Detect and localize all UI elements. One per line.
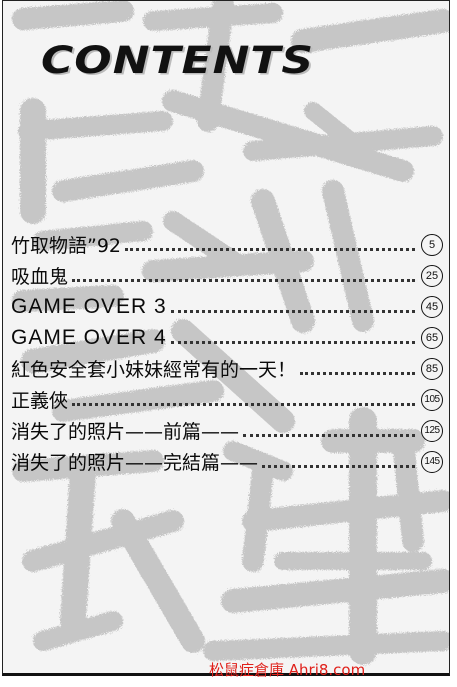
toc-entry-title: 吸血鬼 [11,266,69,288]
toc-entry[interactable]: 消失了的照片——前篇—— 125 [11,415,443,446]
dot-leader [72,401,415,406]
site-watermark: 松鼠症倉庫 Ahri8.com [209,661,366,679]
toc-entry-title: 正義俠 [11,390,69,412]
toc-entry-title: 竹取物語”92 [11,235,122,257]
dot-leader [300,370,415,375]
page-title: CONTENTS [41,39,315,83]
dot-leader [72,277,415,282]
brush-calligraphy-background [12,1,449,665]
toc-entry[interactable]: 竹取物語”92 5 [11,229,443,260]
toc-entry-title: 消失了的照片——前篇—— [11,421,240,443]
toc-entry-page: 5 [421,233,443,256]
dot-leader [243,432,415,437]
toc-entry-page: 65 [421,326,443,349]
toc-entry-page: 85 [421,357,443,380]
toc-entry-title: GAME OVER 4 [11,325,167,349]
toc-entry[interactable]: 消失了的照片——完結篇—— 145 [11,446,443,477]
toc-entry[interactable]: GAME OVER 3 45 [11,291,443,322]
toc-entry-title: GAME OVER 3 [11,294,167,318]
toc-entry[interactable]: 吸血鬼 25 [11,260,443,291]
contents-page: CONTENTS 竹取物語”92 5 吸血鬼 25 GAME OVER 3 45… [2,0,450,676]
dot-leader [262,463,415,468]
toc-entry-page: 145 [421,450,443,473]
toc-entry[interactable]: GAME OVER 4 65 [11,322,443,353]
toc-entry[interactable]: 正義俠 105 [11,384,443,415]
toc-entry-page: 125 [421,419,443,442]
toc-entry-page: 25 [421,264,443,287]
dot-leader [170,308,415,313]
table-of-contents: 竹取物語”92 5 吸血鬼 25 GAME OVER 3 45 GAME OVE… [11,229,443,477]
toc-entry-page: 105 [421,388,443,411]
toc-entry-page: 45 [421,295,443,318]
toc-entry-title: 消失了的照片——完結篇—— [11,452,259,474]
toc-entry-title: 紅色安全套小妹妹經常有的一天！ [11,359,297,381]
dot-leader [125,246,415,251]
toc-entry[interactable]: 紅色安全套小妹妹經常有的一天！ 85 [11,353,443,384]
dot-leader [170,339,415,344]
